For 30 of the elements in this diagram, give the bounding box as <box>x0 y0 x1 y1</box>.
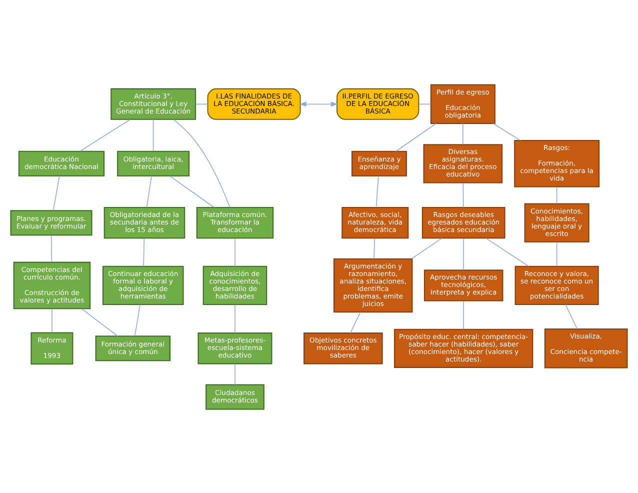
connector <box>350 311 361 333</box>
connector <box>463 300 464 330</box>
connector <box>462 122 464 144</box>
connector <box>234 362 236 385</box>
connector <box>146 175 152 208</box>
connector <box>462 182 464 208</box>
connector <box>234 304 236 333</box>
connector <box>234 237 236 266</box>
connector <box>52 175 60 210</box>
connector <box>492 122 521 140</box>
connector <box>463 237 464 270</box>
connector <box>169 175 215 208</box>
connector <box>486 237 530 266</box>
connector <box>556 186 558 204</box>
connector <box>376 175 379 208</box>
connector <box>565 304 578 329</box>
connector <box>374 237 376 259</box>
arrow <box>299 101 338 106</box>
connector <box>81 308 118 336</box>
connector <box>195 103 208 104</box>
connector <box>395 122 436 152</box>
connector <box>143 237 145 266</box>
connector <box>80 118 131 152</box>
connector <box>152 118 154 152</box>
connector <box>410 237 442 259</box>
connector <box>50 234 52 262</box>
connector <box>134 304 140 336</box>
connector <box>173 118 230 208</box>
connector <box>556 240 558 266</box>
connector <box>418 103 432 104</box>
